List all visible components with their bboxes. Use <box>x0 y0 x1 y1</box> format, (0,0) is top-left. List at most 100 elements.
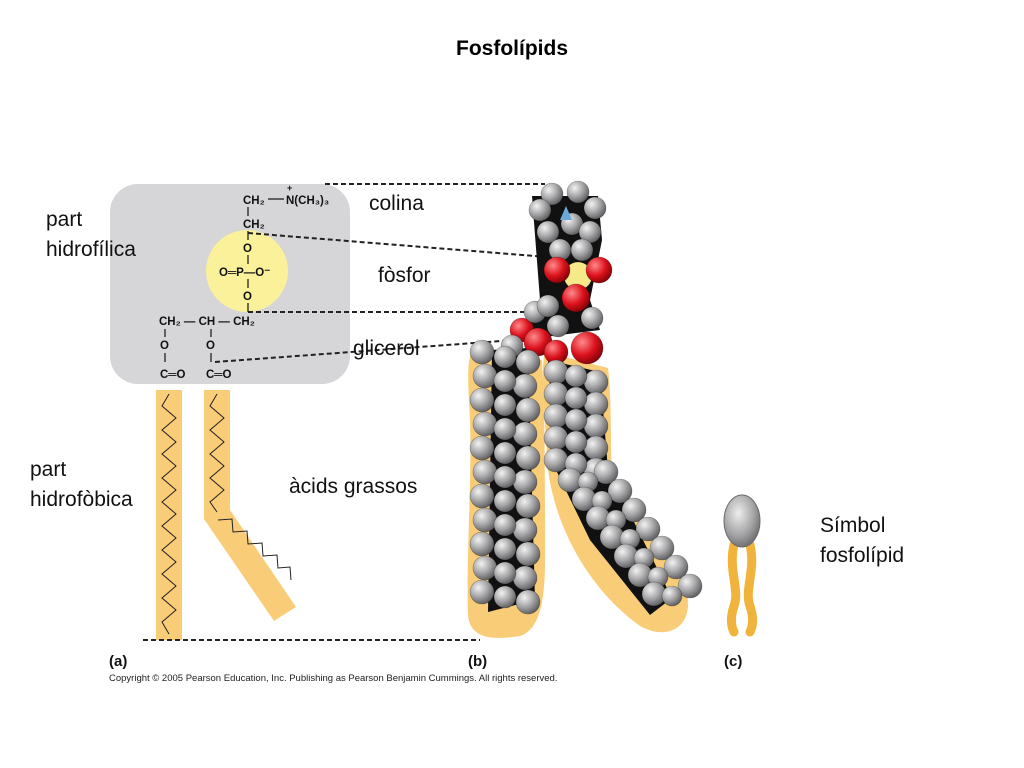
hydrogen-atom <box>512 469 538 495</box>
panel-b-label: (b) <box>468 653 487 670</box>
hydrogen-atom <box>607 478 633 504</box>
label-hydrophobic: part hidrofòbica <box>30 455 133 515</box>
hydrogen-atom <box>543 403 569 429</box>
hydrogen-atom <box>472 459 498 485</box>
hydrogen-atom <box>493 537 517 561</box>
hydrogen-atom <box>580 306 604 330</box>
hydrogen-atom <box>677 573 703 599</box>
formula-co-left: C═O <box>160 369 185 381</box>
hydrogen-atom <box>472 363 498 389</box>
hydrogen-atom <box>546 314 570 338</box>
hydrogen-atom <box>469 579 495 605</box>
formula-phosphate-row: O═P—O⁻ <box>219 267 270 279</box>
hydrogen-atom <box>472 555 498 581</box>
formula-glycerol-row: CH₂ — CH — CH₂ <box>159 316 255 328</box>
hydrogen-atom <box>469 435 495 461</box>
hydrogen-atom <box>583 413 609 439</box>
hydrogen-atom <box>493 489 517 513</box>
hydrogen-atom <box>493 585 517 609</box>
hydrogen-atom <box>566 180 590 204</box>
hydrogen-atom <box>583 391 609 417</box>
hydrogen-atom <box>469 339 495 365</box>
hydrogen-atom <box>493 369 517 393</box>
atoms <box>469 180 703 615</box>
nitrogen-atom <box>560 206 572 220</box>
formula-o-upper: O <box>243 243 252 255</box>
hydrogen-atom <box>583 435 609 461</box>
hydrogen-atom <box>543 425 569 451</box>
hydrogen-atom <box>469 531 495 557</box>
label-hydrophobic-line1: part <box>30 458 67 481</box>
hydrogen-atom <box>512 421 538 447</box>
hydrogen-atom <box>493 417 517 441</box>
hydrogen-atom <box>649 535 675 561</box>
label-glycerol: glicerol <box>353 337 420 360</box>
hydrogen-atom <box>540 182 564 206</box>
formula-ch2-top: CH₂ <box>243 195 265 207</box>
label-symbol: Símbol fosfolípid <box>820 511 904 571</box>
phosphate-highlight <box>206 230 288 312</box>
head-group-box <box>110 184 350 384</box>
hydrogen-atom <box>543 447 569 473</box>
hydrogen-atom <box>536 294 560 318</box>
copyright-notice: Copyright © 2005 Pearson Education, Inc.… <box>109 673 558 684</box>
hydrogen-atom <box>515 445 541 471</box>
hydrogen-atom <box>583 369 609 395</box>
hydrogen-atom <box>493 441 517 465</box>
phospholipid-symbol <box>723 494 761 637</box>
connector-lines <box>143 183 561 641</box>
formula-ch2-second: CH₂ <box>243 219 265 231</box>
hydrogen-atom <box>515 397 541 423</box>
hydrogen-atom <box>493 561 517 585</box>
hydrogen-atom <box>472 507 498 533</box>
label-hydrophobic-line2: hidrofòbica <box>30 488 133 511</box>
hydrogen-atom <box>469 387 495 413</box>
hydrogen-atom <box>512 565 538 591</box>
label-choline: colina <box>369 192 424 215</box>
hydrogen-atom <box>543 381 569 407</box>
hydrogen-atom <box>564 408 588 432</box>
hydrogen-atom <box>493 393 517 417</box>
panel-c-label: (c) <box>724 653 742 670</box>
structural-formula: CH₂ N(CH₃)₃ + CH₂ O O═P—O⁻ O CH₂ — CH — … <box>159 183 329 381</box>
hydrogen-atom <box>528 198 552 222</box>
panel-a-label: (a) <box>109 653 127 670</box>
oxygen-atom <box>585 256 613 284</box>
label-hydrophilic-line1: part <box>46 208 83 231</box>
formula-o-lower: O <box>243 291 252 303</box>
hydrogen-atom <box>564 386 588 410</box>
hydrogen-atom <box>515 541 541 567</box>
oxygen-atom <box>543 256 571 284</box>
label-hydrophilic: part hidrofílica <box>46 205 136 265</box>
hydrogen-atom <box>570 238 594 262</box>
formula-n-group: N(CH₃)₃ <box>286 195 329 207</box>
hydrogen-atom <box>512 517 538 543</box>
label-symbol-line2: fosfolípid <box>820 544 905 567</box>
label-symbol-line1: Símbol <box>820 514 886 537</box>
hydrogen-atom <box>515 589 541 615</box>
fatty-acid-tails-a <box>156 390 296 640</box>
oxygen-atom <box>561 283 591 313</box>
formula-o-left: O <box>160 340 169 352</box>
label-fatty-acids: àcids grassos <box>289 475 418 498</box>
hydrogen-atom <box>472 411 498 437</box>
hydrogen-atom <box>515 349 541 375</box>
label-hydrophilic-line2: hidrofílica <box>46 238 136 261</box>
hydrogen-atom <box>515 493 541 519</box>
label-phosphate: fòsfor <box>378 264 431 287</box>
formula-n-charge: + <box>287 183 292 193</box>
hydrogen-atom <box>543 359 569 385</box>
hydrogen-atom <box>661 585 683 607</box>
hydrogen-atom <box>621 497 647 523</box>
hydrogen-atom <box>663 554 689 580</box>
hydrogen-atom <box>493 513 517 537</box>
hydrogen-atom <box>512 373 538 399</box>
hydrogen-atom <box>493 465 517 489</box>
symbol-head <box>723 494 761 548</box>
oxygen-atom <box>570 331 604 365</box>
hydrogen-atom <box>593 459 619 485</box>
hydrogen-atom <box>635 516 661 542</box>
space-filling-model <box>467 180 703 638</box>
hydrogen-atom <box>583 196 607 220</box>
